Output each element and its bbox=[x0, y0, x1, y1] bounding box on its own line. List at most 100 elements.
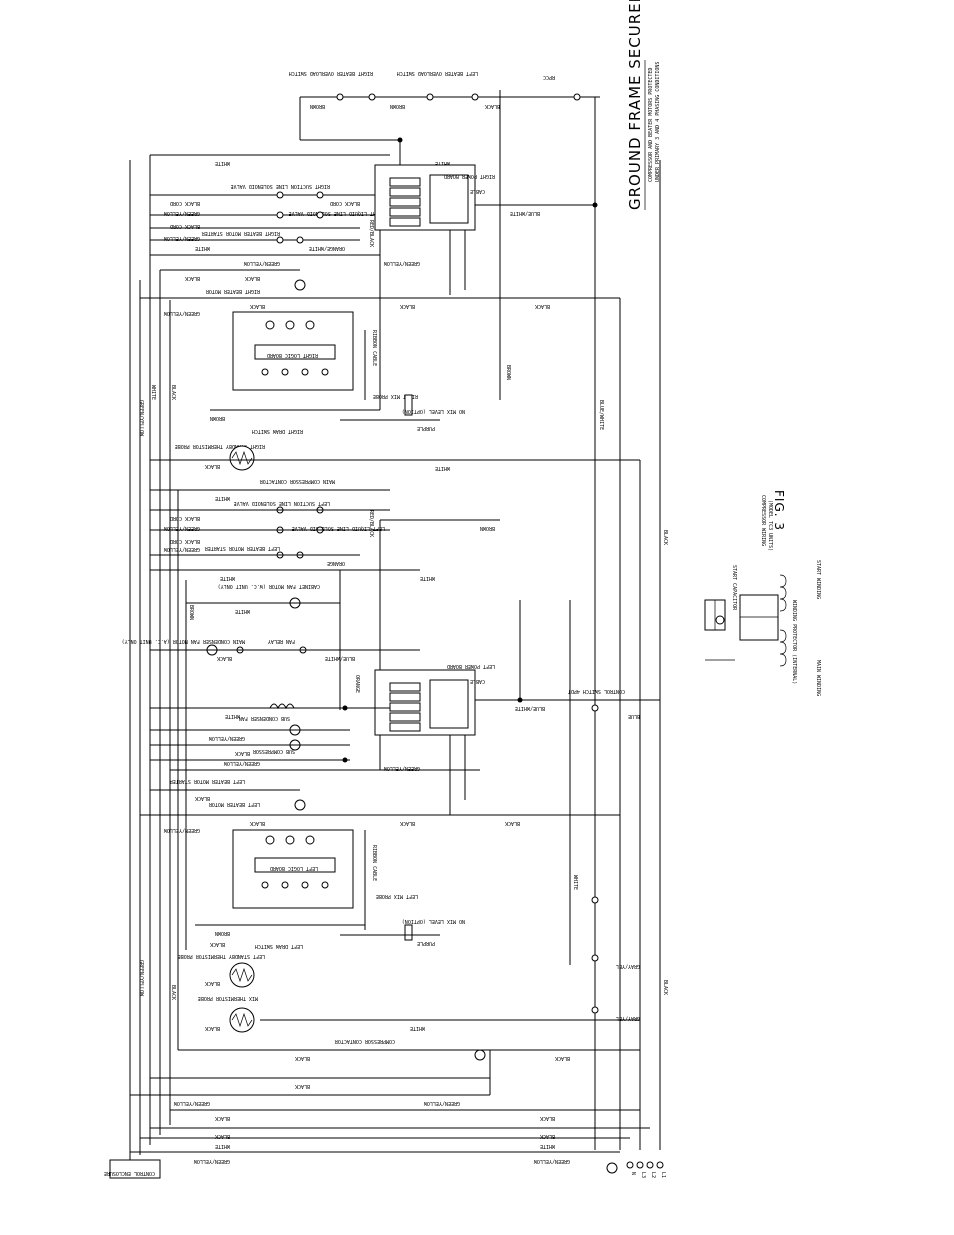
wire-label-black-cord: BLACK CORD bbox=[170, 515, 200, 521]
wire-label-white: WHITE bbox=[420, 575, 435, 581]
right-overload-label: RIGHT BEATER OVERLOAD SWITCH bbox=[289, 70, 373, 76]
sub-compressor-label: SUB COMPRESSOR bbox=[252, 748, 295, 754]
right-beater-starter-label: RIGHT BEATER MOTOR STARTER bbox=[201, 230, 280, 236]
wire-label-black: BLACK bbox=[215, 1133, 230, 1139]
right-mix-probe bbox=[404, 394, 413, 416]
wire-label-green-yellow: GREEN/YELLOW bbox=[383, 765, 420, 771]
wire-label-blue-white: BLUE/WHITE bbox=[515, 705, 545, 711]
left-overload-label: LEFT BEATER OVERLOAD SWITCH bbox=[397, 70, 478, 76]
control-switch-label: CONTROL SWITCH 4PDT bbox=[568, 688, 625, 694]
sub-condenser-fan-coil bbox=[269, 703, 295, 710]
wire-label-white: WHITE bbox=[215, 495, 230, 501]
control-enclosure-label: CONTROL ENCLOSURE bbox=[104, 1170, 155, 1176]
wire-label-black: BLACK bbox=[400, 303, 415, 309]
wire-label-green-yellow: GREEN/YELLOW bbox=[223, 760, 260, 766]
fan-relay-label: FAN RELAY bbox=[268, 638, 295, 644]
wire-label-blue-white: BLUE/WHITE bbox=[325, 655, 355, 661]
wire-label-black: BLACK bbox=[250, 820, 265, 826]
overload-terminal-2 bbox=[368, 93, 376, 101]
right-beater-motor bbox=[294, 279, 306, 291]
wire-label-green-yellow: GREEN/YELLOW bbox=[163, 210, 200, 216]
wire-label-white: WHITE bbox=[435, 160, 450, 166]
wire-label-gray-yel: GRAY/YEL bbox=[616, 963, 640, 969]
wire-label-black: BLACK bbox=[505, 820, 520, 826]
rpcc-terminal bbox=[573, 93, 581, 101]
wire-label-green-yellow: GREEN/YELLOW bbox=[423, 1100, 460, 1106]
wire-label-white: WHITE bbox=[435, 465, 450, 471]
ribbon-cable-right: RIBBON CABLE bbox=[371, 330, 377, 366]
supply-terminals: L1 L2 L3 N bbox=[606, 1161, 666, 1178]
wire-label-purple: PURPLE bbox=[417, 940, 435, 946]
wire-label-black: BLACK bbox=[250, 303, 265, 309]
bus-label-black-2: BLACK bbox=[170, 985, 176, 1000]
diagram-subtitle-2: UNDER PRIMARY 3 AND 4 PHASING CONDITIONS bbox=[655, 62, 661, 182]
left-power-board-label: LEFT POWER BOARD bbox=[447, 663, 495, 669]
main-condenser-fan-label: MAIN CONDENSER FAN MOTOR (A.C. UNIT ONLY… bbox=[122, 638, 245, 644]
wire-label-purple: PURPLE bbox=[417, 425, 435, 431]
inset-start-winding: START WINDING bbox=[815, 560, 821, 599]
right-standby-probe-label: RIGHT STANDBY THERMISTOR PROBE bbox=[175, 443, 265, 449]
wire-label-black: BLACK bbox=[485, 103, 500, 109]
wire-label-green-yellow: GREEN/YELLOW bbox=[173, 1100, 210, 1106]
wire-label-black: BLACK bbox=[205, 980, 220, 986]
left-power-cable-label: CABLE bbox=[470, 678, 485, 684]
left-beater-starter-label: LEFT BEATER MOTOR STARTER bbox=[204, 545, 280, 551]
wire-label-black-cord: BLACK CORD bbox=[170, 223, 200, 229]
left-mix-probe bbox=[404, 924, 413, 941]
bus-label-green-yellow: GREEN/YELLOW bbox=[138, 400, 144, 437]
left-beater-motor-label: LEFT BEATER MOTOR bbox=[208, 801, 260, 807]
wire-label-brown: BROWN bbox=[310, 103, 325, 109]
rpcc-label: RPCC bbox=[543, 74, 555, 80]
wire-label-green-yellow: GREEN/YELLOW bbox=[163, 546, 200, 552]
wire-label-black: BLACK bbox=[235, 750, 250, 756]
wire-label-white: WHITE bbox=[220, 575, 235, 581]
left-mix-probe-label: LEFT MIX PROBE bbox=[376, 893, 418, 899]
left-liquid-solenoid-label: LEFT LIQUID LINE SOLENOID VALVE bbox=[292, 525, 385, 531]
mix-probe-label: MIX THERMISTOR PROBE bbox=[198, 995, 258, 1001]
right-mix-probe-label: RIGHT MIX PROBE bbox=[373, 393, 418, 399]
wire-label-black: BLACK bbox=[400, 820, 415, 826]
control-enclosure-box bbox=[109, 1159, 161, 1179]
wire-label-black-cord: BLACK CORD bbox=[170, 200, 200, 206]
terminal-l3: L3 bbox=[640, 1172, 646, 1178]
control-switch-pole-1[interactable] bbox=[591, 704, 599, 712]
wire-label-black-vert-2: BLACK bbox=[662, 980, 668, 995]
wire-label-green-yellow: GREEN/YELLOW bbox=[163, 310, 200, 316]
bus-label-black: BLACK bbox=[170, 385, 176, 400]
compressor-contactor-coil bbox=[474, 1049, 486, 1061]
wire-label-brown: BROWN bbox=[390, 103, 405, 109]
left-line-solenoid-label: LEFT SUCTION LINE SOLENOID VALVE bbox=[234, 500, 330, 506]
control-switch-pole-3[interactable] bbox=[591, 954, 599, 962]
wire-label-black: BLACK bbox=[540, 1115, 555, 1121]
inset-main-winding: MAIN WINDING bbox=[815, 660, 821, 696]
sub-condenser-fan-label: SUB CONDENSER FAN bbox=[239, 715, 290, 721]
wire-label-green-yellow: GREEN/YELLOW bbox=[208, 735, 245, 741]
wire-label-white: WHITE bbox=[235, 608, 250, 614]
wire-label-white: WHITE bbox=[410, 1025, 425, 1031]
left-logic-board-label: LEFT LOGIC BOARD bbox=[270, 865, 318, 871]
control-switch-pole-4[interactable] bbox=[591, 1006, 599, 1014]
wire-label-brown: BROWN bbox=[215, 930, 230, 936]
right-beater-motor-label: RIGHT BEATER MOTOR bbox=[205, 288, 260, 294]
wire-label-black: BLACK bbox=[185, 275, 200, 281]
control-switch-pole-2[interactable] bbox=[591, 896, 599, 904]
wire-label-white: WHITE bbox=[225, 713, 240, 719]
wire-label-gray-yel-2: GRAY/YEL bbox=[616, 1015, 640, 1021]
wire-label-red-black: RED/BLACK bbox=[368, 220, 374, 247]
compressor-contactor-label: COMPRESSOR CONTACTOR bbox=[334, 1038, 395, 1044]
wire-label-black: BLACK bbox=[210, 941, 225, 947]
wire-label-blue: BLUE bbox=[628, 713, 640, 719]
left-draw-switch-label: LEFT DRAW SWITCH bbox=[255, 943, 303, 949]
wire-label-green-yellow: GREEN/YELLOW bbox=[163, 827, 200, 833]
wire-label-white: WHITE bbox=[195, 245, 210, 251]
diagram-title: GROUND FRAME SECURELY bbox=[626, 0, 644, 210]
wire-label-green-yellow: GREEN/YELLOW bbox=[383, 260, 420, 266]
wire-label-white: WHITE bbox=[540, 1143, 555, 1149]
cabinet-fan-label: CABINET FAN MOTOR (W.C. UNIT ONLY) bbox=[218, 583, 320, 589]
inset-winding-protector: WINDING PROTECTOR (INTERNAL) bbox=[791, 600, 797, 684]
right-draw-switch-label: RIGHT DRAW SWITCH bbox=[252, 428, 303, 434]
bus-label-green-yellow-2: GREEN/YELLOW bbox=[138, 960, 144, 997]
inset-title: COMPRESSOR WIRING bbox=[760, 495, 766, 546]
wire-label-white-vert: WHITE bbox=[572, 875, 578, 890]
